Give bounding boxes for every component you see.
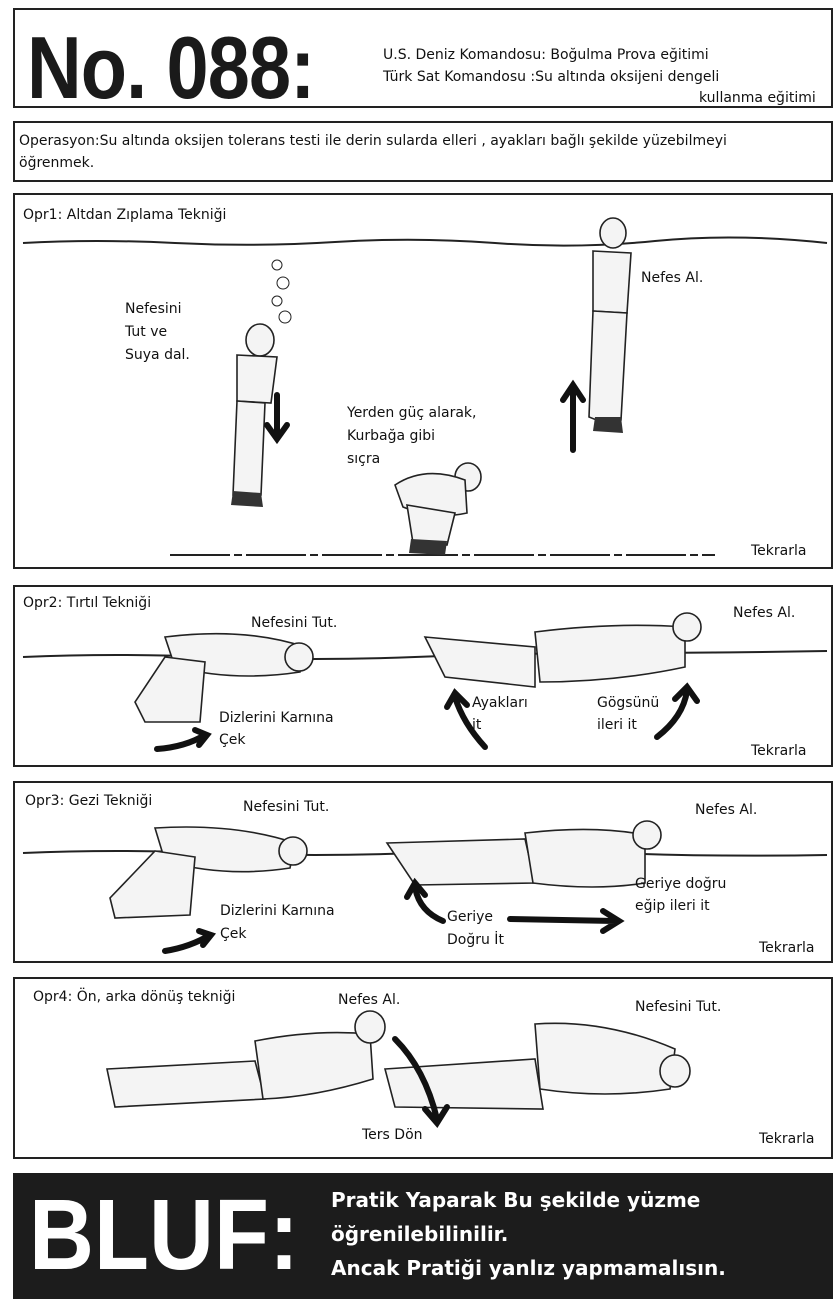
- label-push-feet-1: Ayakları: [472, 695, 528, 711]
- curve-arrow-icon: [444, 688, 488, 750]
- label-dive-2: Tut ve: [125, 324, 168, 340]
- panel-title: Opr3: Gezi Tekniği: [25, 793, 153, 809]
- label-push-back-2: Doğru İt: [447, 932, 504, 948]
- repeat-label: Tekrarla: [751, 743, 807, 759]
- label-hold-breath: Nefesini Tut.: [635, 999, 722, 1015]
- panel-illustration: [106, 1010, 691, 1129]
- down-arrow-icon: [264, 392, 290, 445]
- label-push-feet-2: it: [472, 717, 482, 733]
- curve-arrow-icon: [162, 928, 217, 954]
- operation-box: Operasyon:Su altında oksijen tolerans te…: [13, 121, 833, 182]
- label-turn: Ters Dön: [362, 1127, 423, 1143]
- curve-arrow-icon: [392, 1036, 450, 1129]
- diver-back-figure: [106, 1010, 386, 1108]
- label-breathe: Nefes Al.: [641, 270, 704, 286]
- up-arrow-icon: [560, 379, 586, 453]
- operation-line-1: Operasyon:Su altında oksijen tolerans te…: [19, 133, 727, 149]
- curve-arrow-icon: [154, 727, 212, 752]
- label-dive-1: Nefesini: [125, 301, 182, 317]
- diver-surfacing-figure: [588, 217, 632, 433]
- label-breathe: Nefes Al.: [695, 802, 758, 818]
- curve-arrow-icon: [654, 682, 700, 740]
- panel-title: Opr1: Altdan Zıplama Tekniği: [23, 207, 227, 223]
- panel-illustration: [22, 612, 828, 752]
- bluf-title: BLUF:: [29, 1179, 299, 1291]
- bluf-line-1: Pratik Yaparak Bu şekilde yüzme: [331, 1188, 701, 1212]
- diver-extended-figure: [423, 612, 702, 688]
- repeat-label: Tekrarla: [759, 940, 815, 956]
- diver-front-figure: [383, 1022, 691, 1110]
- bubbles-icon: [271, 259, 292, 324]
- diver-sinking-figure: [231, 323, 278, 507]
- water-surface: [22, 236, 828, 247]
- bluf-box: BLUF: Pratik Yaparak Bu şekilde yüzme öğ…: [13, 1173, 833, 1299]
- bluf-line-3: Ancak Pratiği yanlız yapmamalısın.: [331, 1256, 726, 1280]
- label-knees-1: Dizlerini Karnına: [220, 903, 335, 919]
- diver-curled-figure: [109, 826, 308, 919]
- panel-illustration: [22, 820, 828, 954]
- label-knees-1: Dizlerini Karnına: [219, 710, 334, 726]
- header-line-2: Türk Sat Komandosu :Su altında oksijeni …: [383, 69, 720, 85]
- panel-title: Opr4: Ön, arka dönüş tekniği: [33, 989, 236, 1005]
- right-arrow-icon: [507, 908, 625, 934]
- label-chest-1: Gögsünü: [597, 695, 660, 711]
- panel-illustration: [22, 217, 828, 556]
- panel-opr2: Opr2: Tırtıl Tekniği Nefesini Tut. Dizle…: [13, 585, 833, 767]
- water-surface: [22, 650, 828, 660]
- panel-opr4: Opr4: Ön, arka dönüş tekniği Nefes Al. N…: [13, 977, 833, 1159]
- label-hold-breath: Nefesini Tut.: [251, 615, 338, 631]
- label-chest-2: ileri it: [597, 717, 637, 733]
- panel-opr3: Opr3: Gezi Tekniği Nefesini Tut. Dizleri…: [13, 781, 833, 963]
- repeat-label: Tekrarla: [759, 1131, 815, 1147]
- diver-curled-figure: [134, 632, 314, 723]
- curve-arrow-icon: [404, 877, 446, 924]
- label-breathe: Nefes Al.: [338, 992, 401, 1008]
- label-hold-breath: Nefesini Tut.: [243, 799, 330, 815]
- label-dive-3: Suya dal.: [125, 347, 190, 363]
- operation-line-2: öğrenmek.: [19, 155, 95, 171]
- diver-extended-figure: [385, 820, 662, 888]
- label-jump-1: Yerden güç alarak,: [347, 405, 477, 421]
- bluf-line-2: öğrenilebilinilir.: [331, 1222, 509, 1246]
- label-knees-2: Çek: [220, 926, 247, 942]
- header-line-1: U.S. Deniz Komandosu: Boğulma Prova eğit…: [383, 47, 709, 63]
- label-bend-2: eğip ileri it: [635, 898, 710, 914]
- label-jump-3: sıçra: [347, 451, 381, 467]
- label-bend-1: Geriye doğru: [635, 876, 727, 892]
- header-box: No. 088: U.S. Deniz Komandosu: Boğulma P…: [13, 8, 833, 116]
- label-knees-2: Çek: [219, 732, 246, 748]
- panel-title: Opr2: Tırtıl Tekniği: [23, 595, 152, 611]
- label-jump-2: Kurbağa gibi: [347, 428, 436, 444]
- header-line-3: kullanma eğitimi: [699, 90, 816, 106]
- issue-number: No. 088:: [27, 18, 315, 117]
- diver-crouching-figure: [394, 462, 482, 555]
- repeat-label: Tekrarla: [751, 543, 807, 559]
- panel-opr1: Opr1: Altdan Zıplama Tekniği: [13, 193, 833, 569]
- label-breathe: Nefes Al.: [733, 605, 796, 621]
- label-push-back-1: Geriye: [447, 909, 494, 925]
